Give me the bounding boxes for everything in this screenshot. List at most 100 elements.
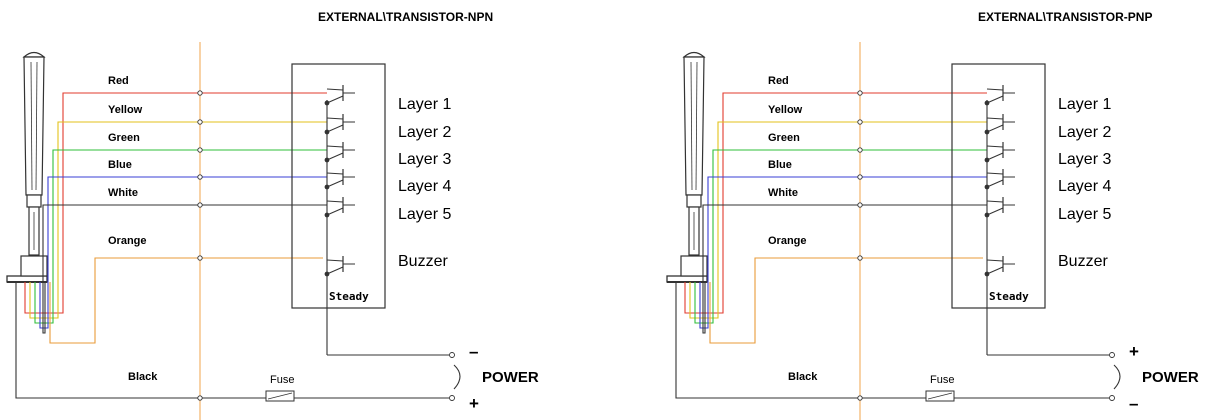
ground-label: Black <box>788 371 818 383</box>
wire-red <box>24 92 327 314</box>
transistor-emitter <box>326 179 344 188</box>
wire-blue <box>39 176 327 329</box>
transistor-collector <box>986 88 1004 91</box>
wire-label-yellow: Yellow <box>108 104 143 116</box>
controller-box <box>291 63 386 309</box>
wire-yellow <box>29 121 327 319</box>
power-sign-top: – <box>469 342 478 361</box>
layer-label-5: Layer 5 <box>1058 206 1111 223</box>
ground-label: Black <box>128 371 158 383</box>
transistor-emitter <box>986 266 1004 275</box>
diagram-npn: EXTERNAL\TRANSISTOR-NPNRedYellowGreenBlu… <box>6 10 539 420</box>
power-terminal-top <box>449 352 455 358</box>
diagram-pnp: EXTERNAL\TRANSISTOR-PNP RedYellowGreenBlu… <box>666 10 1199 420</box>
fuse-element <box>267 392 293 400</box>
tower-base <box>680 255 708 277</box>
terminal-dot <box>857 395 863 401</box>
power-terminal-bottom <box>1109 395 1115 401</box>
tower-inner-line <box>695 61 698 191</box>
tower-neck <box>26 194 42 208</box>
tower-inner-line <box>35 61 38 191</box>
transistor-emitter <box>986 95 1004 104</box>
tower-body <box>683 56 705 196</box>
wire-red <box>684 92 987 314</box>
fuse-label: Fuse <box>930 374 954 386</box>
wire-label-blue: Blue <box>768 159 792 171</box>
transistor-collector <box>326 172 344 175</box>
wire-orange <box>709 257 983 344</box>
power-label: POWER <box>1142 369 1199 386</box>
diagram-title: EXTERNAL\TRANSISTOR-PNP <box>978 10 1152 24</box>
terminal-dot <box>857 202 863 208</box>
transistor-emitter <box>326 207 344 216</box>
wire-black <box>675 282 1109 399</box>
power-label: POWER <box>482 369 539 386</box>
transistor-collector <box>326 259 344 262</box>
signal-tower <box>666 51 708 283</box>
steady-label: Steady <box>329 290 369 303</box>
wire-green <box>694 149 987 324</box>
terminal-dot <box>857 90 863 96</box>
wire-label-blue: Blue <box>108 159 132 171</box>
transistor-collector <box>986 145 1004 148</box>
power-switch-arc <box>453 364 461 390</box>
terminal-dot <box>197 174 203 180</box>
power-sign-top: + <box>1129 342 1139 361</box>
transistor-emitter <box>986 179 1004 188</box>
power-sign-bottom: – <box>1129 394 1138 413</box>
power-switch-arc <box>1113 364 1121 390</box>
transistor-emitter <box>986 152 1004 161</box>
tower-inner-line <box>30 61 33 191</box>
fuse-label: Fuse <box>270 374 294 386</box>
layer-label-2: Layer 2 <box>1058 124 1111 141</box>
tower-cap <box>682 51 706 58</box>
transistor-collector <box>986 259 1004 262</box>
transistor-collector <box>986 200 1004 203</box>
wire-green <box>34 149 327 324</box>
layer-label-1: Layer 1 <box>398 96 451 113</box>
terminal-dot <box>857 255 863 261</box>
buzzer-label: Buzzer <box>1058 253 1108 270</box>
tower-cap <box>22 51 46 58</box>
terminal-dot <box>197 147 203 153</box>
tower-inner-line <box>690 61 693 191</box>
layer-label-5: Layer 5 <box>398 206 451 223</box>
fuse-element <box>927 392 953 400</box>
transistor-emitter <box>326 95 344 104</box>
signal-tower <box>6 51 48 283</box>
terminal-dot <box>197 119 203 125</box>
wire-black <box>15 282 449 399</box>
buzzer-label: Buzzer <box>398 253 448 270</box>
terminal-dot <box>857 147 863 153</box>
layer-label-1: Layer 1 <box>1058 96 1111 113</box>
wire-label-white: White <box>108 187 138 199</box>
layer-label-3: Layer 3 <box>1058 151 1111 168</box>
wire-label-yellow: Yellow <box>768 104 803 116</box>
controller-box <box>951 63 1046 309</box>
transistor-collector <box>986 172 1004 175</box>
layer-label-4: Layer 4 <box>1058 178 1111 195</box>
transistor-emitter <box>326 124 344 133</box>
transistor-collector <box>326 117 344 120</box>
wire-label-red: Red <box>108 75 129 87</box>
power-terminal-top <box>1109 352 1115 358</box>
wire-blue <box>699 176 987 329</box>
transistor-collector <box>326 200 344 203</box>
tower-base <box>20 255 48 277</box>
wire-label-green: Green <box>108 132 140 144</box>
transistor-emitter <box>326 266 344 275</box>
terminal-dot <box>197 395 203 401</box>
transistor-collector <box>986 117 1004 120</box>
transistor-collector <box>326 88 344 91</box>
power-sign-bottom: + <box>469 394 479 413</box>
wire-yellow <box>689 121 987 319</box>
wire-white <box>702 204 987 334</box>
terminal-dot <box>197 90 203 96</box>
transistor-emitter <box>986 124 1004 133</box>
transistor-emitter <box>326 152 344 161</box>
transistor-emitter <box>986 207 1004 216</box>
wire-label-green: Green <box>768 132 800 144</box>
wire-label-red: Red <box>768 75 789 87</box>
terminal-dot <box>197 202 203 208</box>
